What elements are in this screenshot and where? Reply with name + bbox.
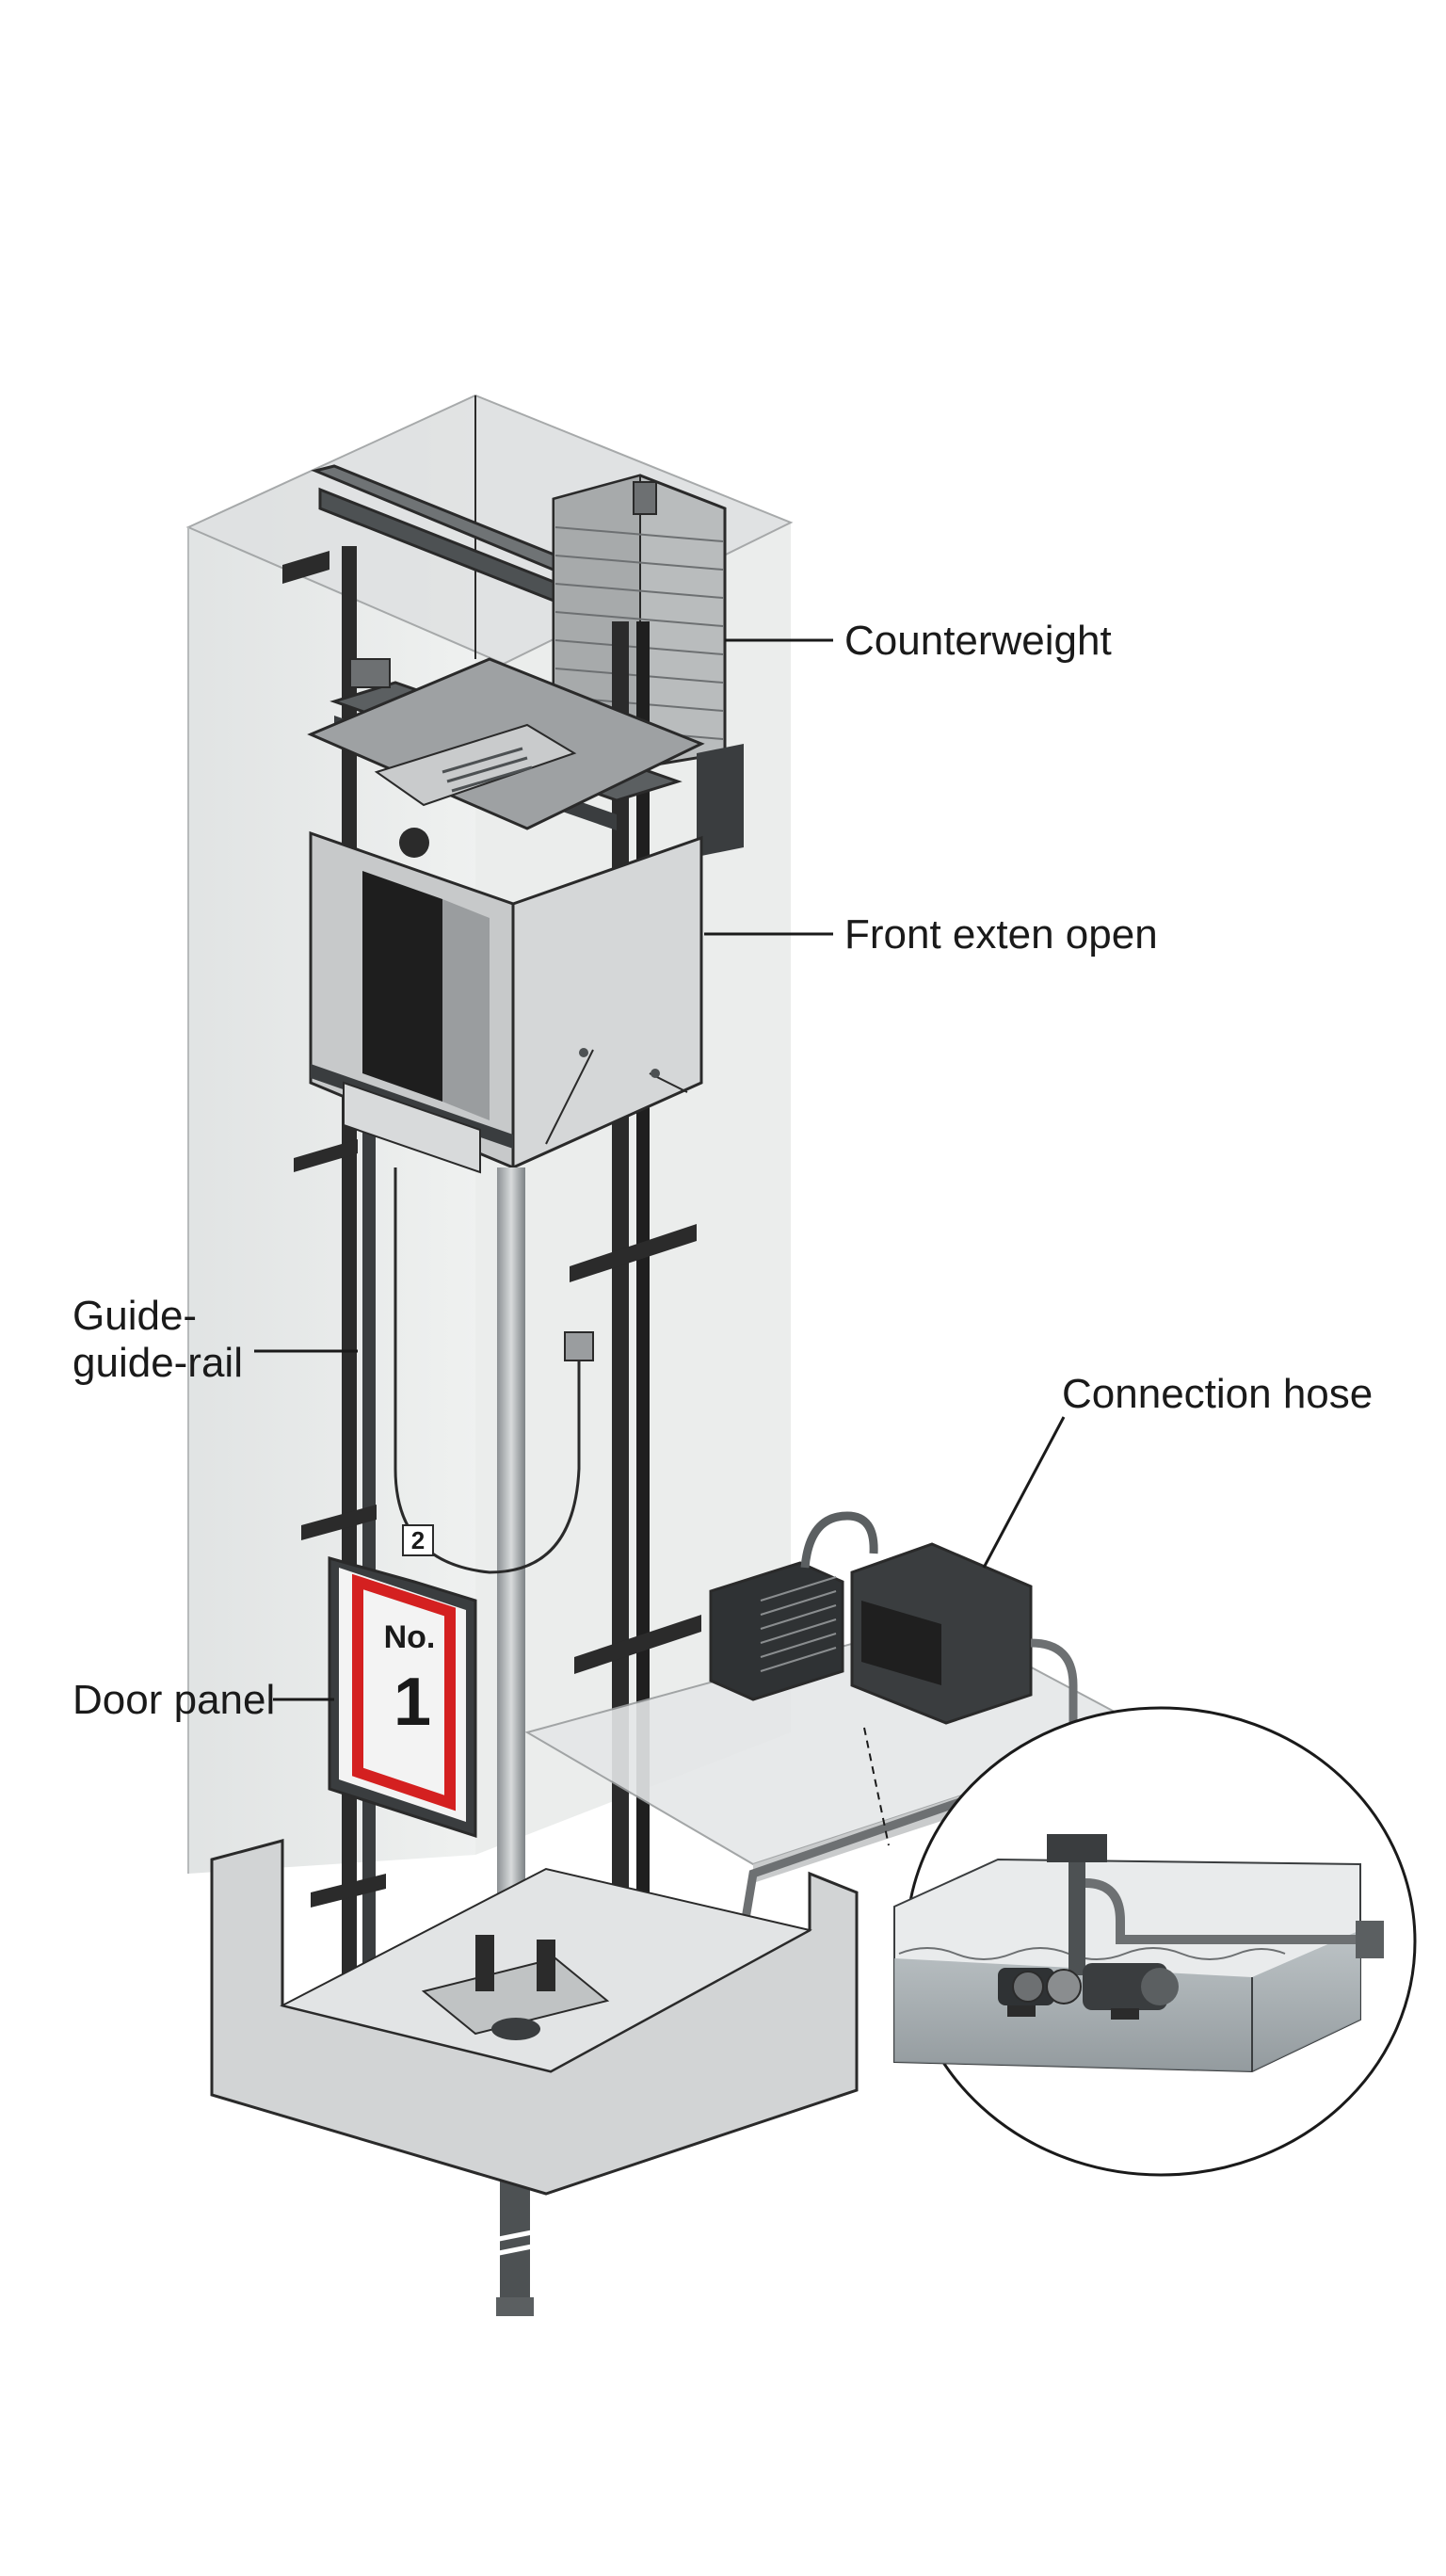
reservoir-inset [863, 1706, 1417, 2177]
traveling-hose [394, 1167, 594, 1574]
connection-hose-label: Connection hose [1062, 1371, 1373, 1417]
guide-rail-label-line1: Guide- [72, 1293, 197, 1339]
door-panel: 2 No. 1 [328, 1524, 477, 1839]
sign-number-text: 1 [394, 1665, 431, 1740]
elevator-car [307, 657, 705, 1174]
guide-rail-label-line2: guide-rail [72, 1340, 243, 1386]
door-panel-label: Door panel [72, 1677, 275, 1723]
floor-sign-small [402, 1524, 434, 1556]
power-unit [657, 1511, 1078, 1963]
counterweight-label: Counterweight [844, 618, 1112, 664]
elevator-pit [210, 1839, 859, 2196]
floor-number-small: 2 [411, 1526, 425, 1554]
sign-no-text: No. [384, 1619, 436, 1655]
front-exten-open-label: Front exten open [844, 911, 1158, 958]
leader-lines [254, 638, 1066, 1701]
